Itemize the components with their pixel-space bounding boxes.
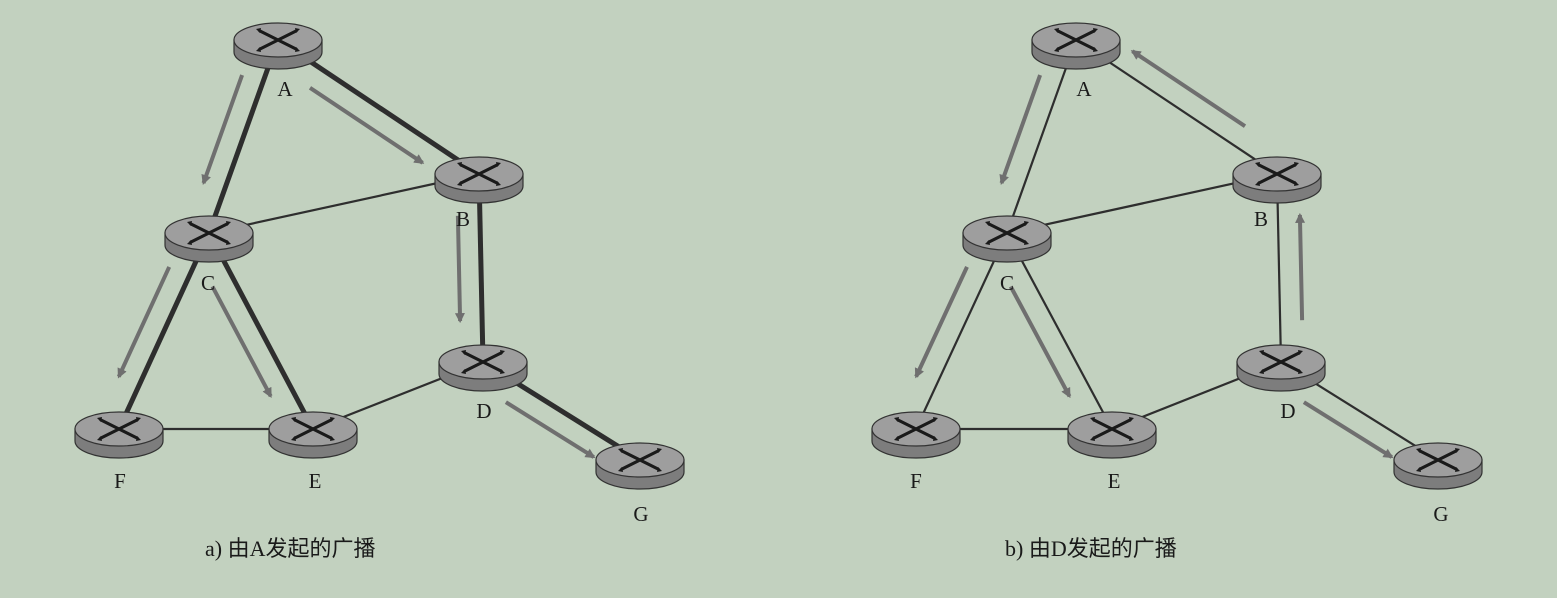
flow-arrow-d-to-g xyxy=(1302,400,1394,459)
link-c-f xyxy=(116,231,212,431)
router-icon xyxy=(1067,411,1157,459)
panel-a-routers xyxy=(74,22,685,490)
node-label-a: A xyxy=(1076,77,1092,101)
router-icon xyxy=(595,442,685,490)
router-icon xyxy=(1031,22,1121,70)
node-label-c: C xyxy=(1000,271,1014,295)
panel-b-node-labels: A B C D E F G xyxy=(910,77,1448,526)
link-c-f xyxy=(915,232,1008,430)
panel-a-links xyxy=(116,37,642,463)
router-icon xyxy=(1393,442,1483,490)
flow-arrow-d-to-g xyxy=(504,400,596,459)
flow-arrow-c-to-f xyxy=(116,266,172,379)
panel-a-caption: a) 由A发起的广播 xyxy=(205,536,375,561)
node-label-e: E xyxy=(1108,469,1121,493)
flow-arrow-d-to-b xyxy=(1295,212,1306,321)
router-icon xyxy=(962,215,1052,263)
panel-b-caption: b) 由D发起的广播 xyxy=(1005,536,1177,561)
node-label-f: F xyxy=(114,469,126,493)
link-c-e xyxy=(206,231,316,431)
link-c-b xyxy=(1006,172,1278,235)
panel-a-flow-arrows xyxy=(116,74,596,459)
panel-b-flow-arrows xyxy=(914,49,1394,459)
link-b-d xyxy=(1275,173,1283,363)
node-label-g: G xyxy=(1433,502,1448,526)
panel-b-broadcast-from-d: A B C D E F G b) 由D发起的广播 xyxy=(871,22,1483,561)
link-a-c xyxy=(206,39,281,234)
router-icon xyxy=(438,344,528,392)
node-label-b: B xyxy=(1254,207,1268,231)
flow-arrow-b-to-a xyxy=(1130,49,1247,128)
panel-a-broadcast-from-a: A B C D E F G a) 由A发起的广播 xyxy=(74,22,685,561)
node-label-e: E xyxy=(309,469,322,493)
flow-arrow-b-to-d xyxy=(454,215,465,324)
node-label-f: F xyxy=(910,469,922,493)
flow-arrow-c-to-e xyxy=(210,285,273,398)
node-label-a: A xyxy=(277,77,293,101)
router-icon xyxy=(164,215,254,263)
flow-arrow-a-to-c xyxy=(201,74,244,185)
panel-b-routers xyxy=(871,22,1483,490)
node-label-d: D xyxy=(1280,399,1295,423)
link-c-e xyxy=(1006,232,1113,430)
node-label-c: C xyxy=(201,271,215,295)
router-icon xyxy=(434,156,524,204)
router-icon xyxy=(74,411,164,459)
link-a-c xyxy=(1005,39,1078,234)
flow-arrow-c-to-e xyxy=(1008,285,1072,399)
node-label-g: G xyxy=(633,502,648,526)
flow-arrow-c-to-f xyxy=(914,266,969,379)
router-icon xyxy=(871,411,961,459)
node-label-b: B xyxy=(456,207,470,231)
router-icon xyxy=(1232,156,1322,204)
router-icon xyxy=(233,22,323,70)
panel-a-node-labels: A B C D E F G xyxy=(114,77,648,526)
router-icon xyxy=(268,411,358,459)
flow-arrow-a-to-c xyxy=(999,74,1042,185)
node-label-d: D xyxy=(476,399,491,423)
link-c-b xyxy=(208,172,480,235)
flow-arrow-a-to-b xyxy=(308,86,425,165)
link-b-d xyxy=(476,173,486,363)
router-icon xyxy=(1236,344,1326,392)
